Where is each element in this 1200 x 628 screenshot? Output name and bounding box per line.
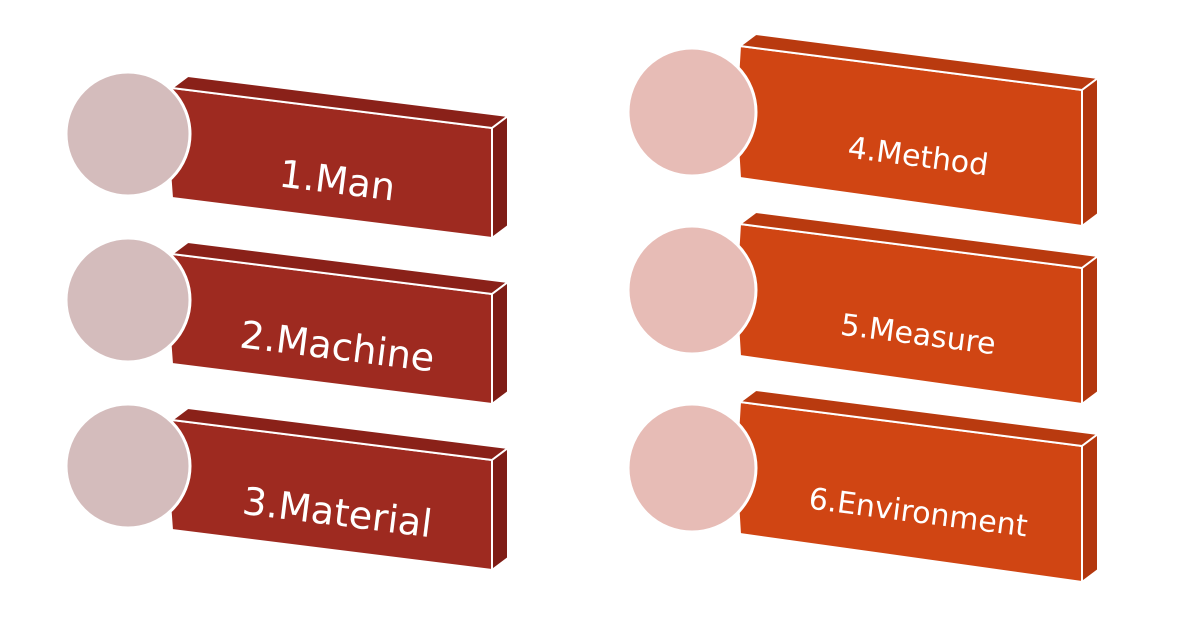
item-block-5: 5.Measure <box>626 210 1101 406</box>
item-circle <box>626 46 758 178</box>
item-block-3: 3.Material <box>64 402 511 572</box>
item-circle <box>64 70 192 198</box>
block-side-face <box>491 280 509 406</box>
item-block-2: 2.Machine <box>64 236 511 406</box>
item-block-4: 4.Method <box>626 32 1101 228</box>
item-circle <box>626 402 758 534</box>
item-circle <box>64 402 192 530</box>
block-side-face <box>491 114 509 240</box>
item-circle <box>64 236 192 364</box>
block-side-face <box>491 446 509 572</box>
item-block-1: 1.Man <box>64 70 511 240</box>
item-block-6: 6.Environment <box>626 388 1101 584</box>
block-side-face <box>1081 254 1099 406</box>
item-circle <box>626 224 758 356</box>
block-side-face <box>1081 432 1099 584</box>
block-side-face <box>1081 76 1099 228</box>
